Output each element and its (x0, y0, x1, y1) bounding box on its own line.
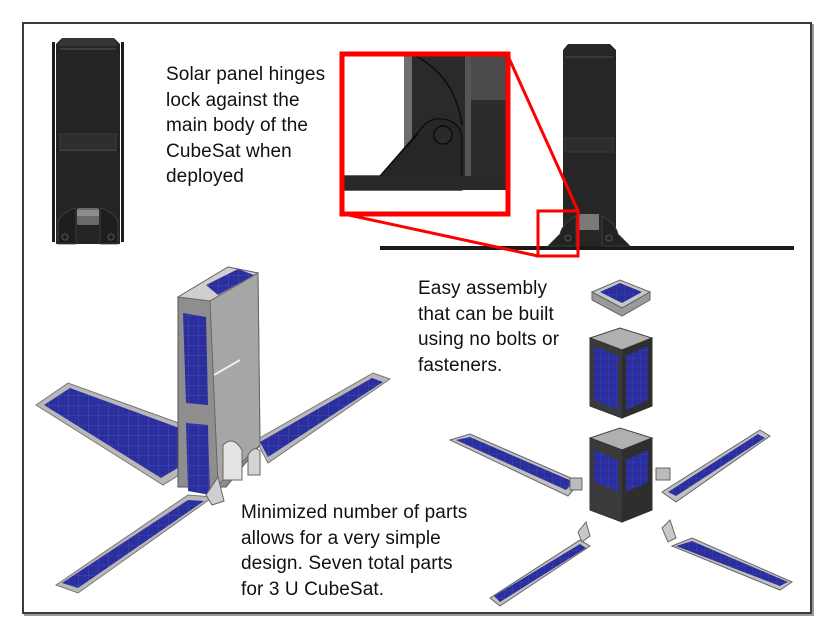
caption-line: fasteners. (418, 354, 503, 376)
caption-line: allows for a very simple (241, 527, 441, 549)
stowed-cubesat-view (52, 38, 124, 245)
caption-line: main body of the (166, 115, 309, 136)
hinge-lock-caption: Solar panel hinges lock against the main… (166, 62, 325, 190)
caption-line: for 3 U CubeSat. (241, 578, 385, 600)
parts-caption: Minimized number of parts allows for a v… (241, 500, 467, 602)
caption-line: CubeSat when (166, 140, 292, 162)
exploded-assembly-view (448, 279, 794, 607)
caption-line: design. Seven total parts (241, 553, 453, 574)
caption-line: Easy assembly (418, 278, 548, 299)
deployed-cubesat-isometric (35, 266, 392, 594)
caption-line: Solar panel hinges (166, 64, 326, 85)
assembly-caption: Easy assembly that can be built using no… (418, 276, 559, 378)
caption-line: deployed (166, 166, 244, 187)
caption-line: lock against the (166, 89, 300, 111)
caption-line: Minimized number of parts (241, 502, 468, 523)
caption-line: that can be built (418, 303, 554, 325)
caption-line: using no bolts or (418, 329, 560, 350)
